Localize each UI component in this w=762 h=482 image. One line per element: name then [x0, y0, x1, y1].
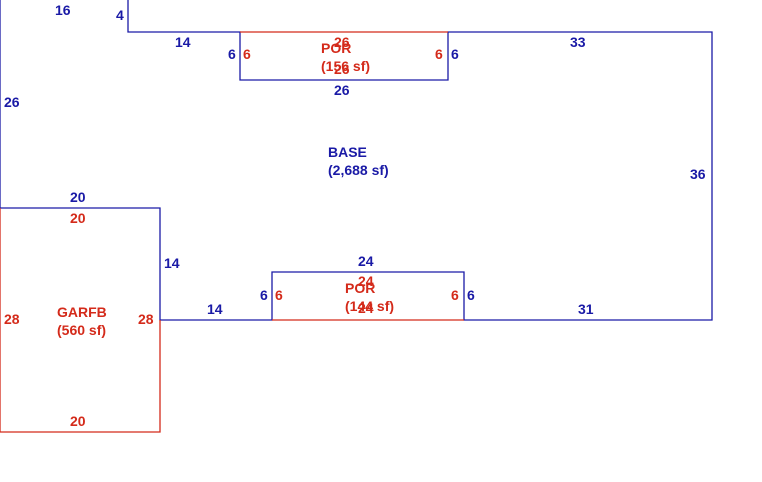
base-dim-porch-bottom-cut-width: 24 — [358, 253, 374, 269]
porch-bottom-dim-left: 6 — [275, 287, 283, 303]
base-outline — [0, 0, 713, 321]
base-area: (2,688 sf) — [328, 162, 389, 178]
porch-bottom-dim-top: 24 — [358, 273, 374, 289]
base-dim-top-mid: 14 — [175, 34, 191, 50]
garage-dim-left: 28 — [4, 311, 20, 327]
garage-outline — [0, 208, 161, 433]
porch-bottom-name: POR — [345, 280, 375, 296]
garage-dim-right: 28 — [138, 311, 154, 327]
base-dim-porch-top-cut-right: 6 — [451, 46, 459, 62]
base-dim-top-right: 33 — [570, 34, 586, 50]
garage-area: (560 sf) — [57, 322, 106, 338]
base-dim-porch-top-cut-width: 26 — [334, 82, 350, 98]
base-dim-right: 36 — [690, 166, 706, 182]
garage-dim-top: 20 — [70, 210, 86, 226]
porch-top-area: (156 sf) — [321, 58, 370, 74]
garage-dim-bottom: 20 — [70, 413, 86, 429]
base-dim-porch-bottom-cut-left: 6 — [260, 287, 268, 303]
porch-bottom-dim-bottom: 24 — [358, 300, 374, 316]
base-dim-bottom-mid: 14 — [207, 301, 223, 317]
base-dim-step-height: 14 — [164, 255, 180, 271]
base-dim-left: 26 — [4, 94, 20, 110]
porch-top-dim-top: 26 — [334, 34, 350, 50]
garage-name: GARFB — [57, 304, 107, 320]
base-dim-step-width: 20 — [70, 189, 86, 205]
base-dim-bottom-right: 31 — [578, 301, 594, 317]
porch-top-dim-bottom: 26 — [334, 61, 350, 77]
porch-top-dim-left: 6 — [243, 46, 251, 62]
base-dim-porch-top-cut-left: 6 — [228, 46, 236, 62]
base-dim-top-left: 16 — [55, 2, 71, 18]
porch-bottom-area: (144 sf) — [345, 298, 394, 314]
porch-top-dim-right: 6 — [435, 46, 443, 62]
porch-top-name: POR — [321, 40, 351, 56]
base-dim-notch: 4 — [116, 7, 124, 23]
base-dim-porch-bottom-cut-right: 6 — [467, 287, 475, 303]
base-name: BASE — [328, 144, 367, 160]
porch-bottom-dim-right: 6 — [451, 287, 459, 303]
